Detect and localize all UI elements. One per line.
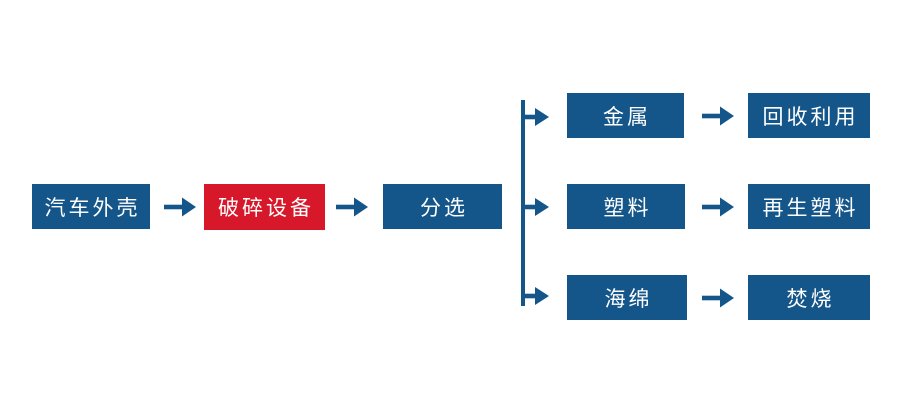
arrow-metal-to-recycling-icon <box>702 106 734 126</box>
branch-connector-line <box>521 100 525 306</box>
node-metal: 金属 <box>567 93 684 138</box>
arrow-crusher-to-sorting-icon <box>336 197 368 217</box>
node-recycled-plastic: 再生塑料 <box>748 184 870 229</box>
arrow-plastic-to-recycled-icon <box>702 197 734 217</box>
branch-arrow-metal-icon <box>524 108 549 126</box>
branch-arrow-plastic-icon <box>524 198 549 216</box>
node-car-shell: 汽车外壳 <box>32 184 150 229</box>
node-incineration: 焚烧 <box>748 275 870 320</box>
branch-arrow-sponge-icon <box>524 287 549 305</box>
node-plastic: 塑料 <box>567 184 685 229</box>
node-sorting: 分选 <box>383 184 502 229</box>
node-sponge: 海绵 <box>567 275 687 320</box>
arrow-sponge-to-incineration-icon <box>702 288 734 308</box>
node-crushing-equipment: 破碎设备 <box>204 184 325 230</box>
arrow-car-to-crusher-icon <box>164 197 196 217</box>
node-recycling: 回收利用 <box>748 93 870 138</box>
